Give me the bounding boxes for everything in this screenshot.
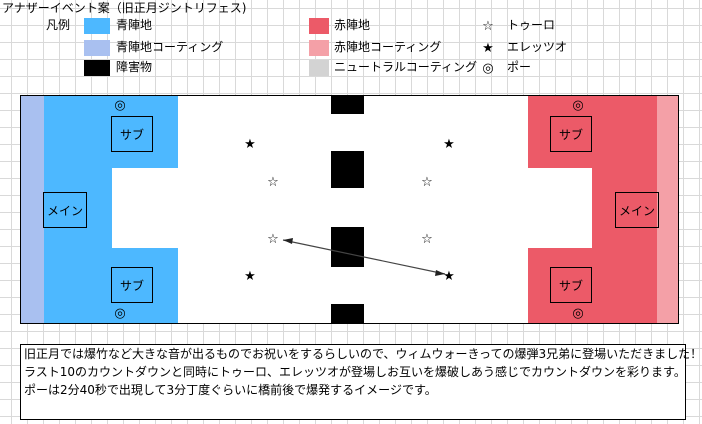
blue-base-upper — [112, 96, 178, 168]
red-main: メイン — [615, 192, 659, 228]
bullseye-icon: ◎ — [482, 61, 494, 76]
red-coating-swatch — [309, 40, 329, 56]
red-coating-zone — [657, 96, 678, 323]
white-star-icon: ☆ — [421, 232, 433, 247]
po-bullseye-icon: ◎ — [572, 98, 584, 113]
legend-red-coating-label: 赤陣地コーティング — [334, 40, 442, 54]
black-star-icon: ★ — [443, 269, 455, 284]
white-star-icon: ☆ — [482, 19, 494, 34]
blue-base-lower — [112, 248, 178, 323]
neutral-coating-swatch — [309, 60, 329, 76]
po-bullseye-icon: ◎ — [114, 306, 126, 321]
blue-base-zone — [44, 96, 112, 323]
page-title: アナザーイベント案（旧正月ジントリフェス) — [2, 1, 247, 15]
legend-blue-coating-label: 青陣地コーティング — [116, 40, 224, 54]
obstacle-swatch — [84, 60, 110, 76]
note-line: ラスト10のカウントダウンと同時にトゥーロ、エレッツオが登場しお互いを爆破しあう… — [24, 365, 686, 379]
obstacle — [331, 227, 364, 267]
attack-arrows — [282, 238, 446, 276]
legend-obstacle-label: 障害物 — [116, 60, 153, 74]
battle-map: サブ サブ メイン ◎ ◎ サブ サブ メイン ◎ ◎ ★ ★ ☆ ☆ ☆ ☆ … — [20, 95, 679, 324]
red-sub-lower: サブ — [550, 267, 592, 303]
legend-heading: 凡例 — [46, 18, 71, 32]
blue-sub-lower: サブ — [111, 267, 153, 303]
black-star-icon: ★ — [443, 137, 455, 152]
obstacle — [331, 151, 364, 188]
legend-blue-base-label: 青陣地 — [116, 18, 153, 32]
notes-box: 旧正月では爆竹など大きな音が出るものでお祝いをするらしいので、ウィムウォーきって… — [20, 344, 702, 420]
obstacle — [331, 96, 364, 114]
note-line: 旧正月では爆竹など大きな音が出るものでお祝いをするらしいので、ウィムウォーきって… — [24, 347, 702, 361]
red-base-upper — [528, 96, 592, 168]
black-star-icon: ★ — [244, 137, 256, 152]
obstacle — [331, 304, 364, 323]
legend-tourou-label: トゥーロ — [507, 18, 556, 32]
white-star-icon: ☆ — [421, 175, 433, 190]
blue-main: メイン — [43, 192, 87, 228]
white-star-icon: ☆ — [267, 175, 279, 190]
black-star-icon: ★ — [482, 41, 494, 56]
blue-sub-upper: サブ — [111, 116, 153, 152]
blue-base-swatch — [84, 18, 110, 34]
white-star-icon: ☆ — [267, 232, 279, 247]
legend-erettsuo-label: エレッツオ — [507, 40, 568, 54]
legend-red-base-label: 赤陣地 — [334, 18, 371, 32]
red-base-swatch — [309, 18, 329, 34]
blue-coating-zone — [21, 96, 44, 323]
black-star-icon: ★ — [244, 269, 256, 284]
red-sub-upper: サブ — [550, 116, 592, 152]
legend-neutral-coating-label: ニュートラルコーティング — [334, 60, 478, 74]
po-bullseye-icon: ◎ — [572, 306, 584, 321]
note-line: ポーは2分40秒で出現して3分丁度ぐらいに橋前後で爆発するイメージです。 — [24, 383, 437, 397]
red-base-lower — [528, 248, 592, 323]
po-bullseye-icon: ◎ — [114, 98, 126, 113]
legend-po-label: ポー — [507, 60, 532, 74]
blue-coating-swatch — [84, 40, 110, 56]
red-base-zone — [592, 96, 657, 323]
